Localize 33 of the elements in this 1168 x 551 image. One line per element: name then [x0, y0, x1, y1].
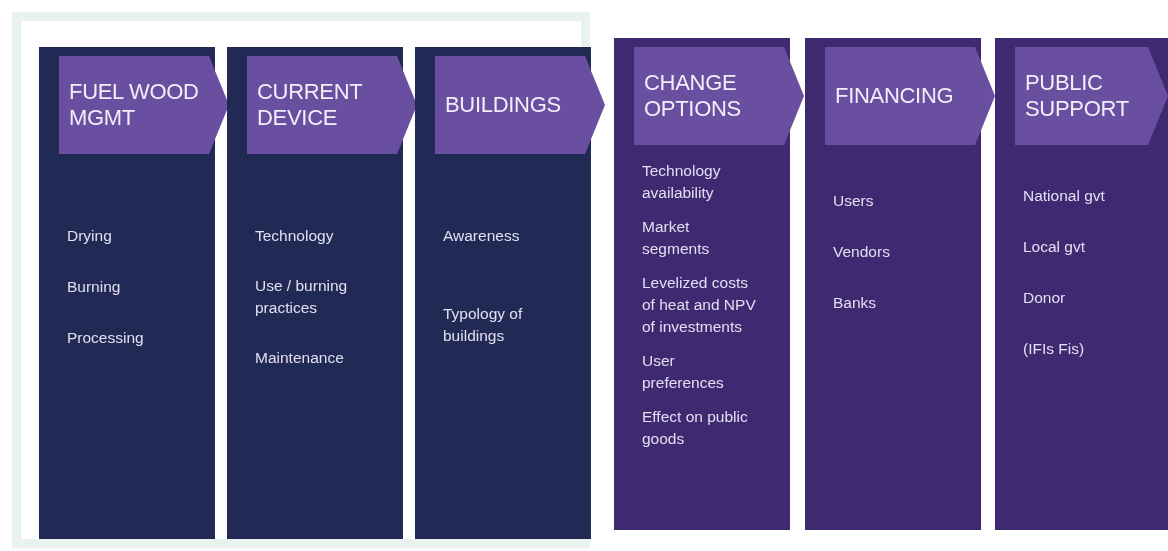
list-item: Use / burning practices	[255, 276, 349, 318]
chevron-header	[634, 47, 804, 145]
header-title: PUBLIC SUPPORT	[1024, 70, 1130, 122]
list-item: Technology	[255, 226, 335, 246]
list-item: Market segments	[642, 217, 711, 259]
list-item: User preferences	[642, 351, 725, 393]
list-item: Vendors	[833, 242, 891, 262]
list-item: National gvt	[1023, 186, 1106, 206]
list-item: Maintenance	[255, 348, 345, 368]
header-title: CHANGE OPTIONS	[643, 70, 742, 122]
header-title: CURRENT DEVICE	[256, 79, 364, 131]
list-item: Processing	[67, 328, 145, 348]
list-item: Local gvt	[1023, 237, 1087, 257]
list-item: Effect on public goods	[642, 407, 749, 449]
list-item: Users	[833, 191, 875, 211]
header-title: FINANCING	[834, 83, 955, 109]
list-item: Typology of buildings	[443, 304, 524, 346]
list-item: Banks	[833, 293, 878, 313]
list-item: Drying	[67, 226, 113, 246]
list-item: Burning	[67, 277, 122, 297]
list-item: (IFIs Fis)	[1023, 339, 1086, 359]
list-item: Levelized costs of heat and NPV of investments	[642, 273, 757, 337]
chevron-header	[825, 47, 995, 145]
chevron-header	[59, 56, 229, 154]
chevron-header	[1015, 47, 1168, 145]
list-item: Awareness	[443, 226, 521, 246]
header-title: FUEL WOOD MGMT	[68, 79, 200, 131]
chevron-header	[435, 56, 605, 154]
list-item: Donor	[1023, 288, 1067, 308]
header-title: BUILDINGS	[444, 92, 562, 118]
chevron-header	[247, 56, 417, 154]
column-panel	[995, 38, 1168, 530]
list-item: Technology availability	[642, 161, 722, 203]
